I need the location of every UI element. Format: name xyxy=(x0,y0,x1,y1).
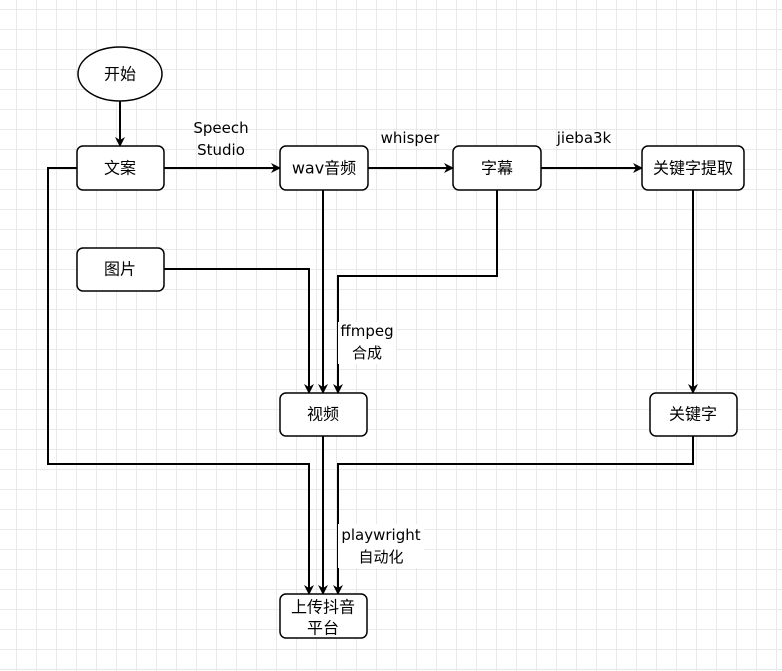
node-zimu[interactable] xyxy=(452,145,542,191)
node-zimu-label: 字幕 xyxy=(481,159,513,178)
node-keyword-extract[interactable] xyxy=(641,145,745,191)
node-keyword-label: 关键字 xyxy=(669,405,717,424)
edge-label-jieba: jieba3k xyxy=(556,129,612,147)
edge-label-speech-line1: Speech xyxy=(193,119,248,137)
edge-label-ffmpeg-line1: ffmpeg xyxy=(340,322,393,340)
node-keyword-extract-label: 关键字提取 xyxy=(653,159,733,178)
edge-label-speech-line2: Studio xyxy=(197,141,245,159)
edge-keyword-to-upload xyxy=(333,436,694,595)
edge-label-ffmpeg-line2: 合成 xyxy=(352,344,382,362)
edge-label-whisper: whisper xyxy=(381,129,441,147)
edge-tupian-to-shipin xyxy=(164,268,314,394)
node-upload-label-line1: 上传抖音 xyxy=(291,598,355,617)
edge-label-playwright-line2: 自动化 xyxy=(358,548,403,566)
node-start[interactable] xyxy=(77,46,163,102)
node-shipin[interactable] xyxy=(279,392,368,437)
node-keyword[interactable] xyxy=(649,392,738,437)
node-upload[interactable] xyxy=(279,593,368,639)
node-wenan-label: 文案 xyxy=(104,159,136,178)
node-start-label: 开始 xyxy=(104,65,136,84)
edge-wenan-to-upload xyxy=(47,167,314,595)
node-tupian[interactable] xyxy=(76,247,165,292)
node-wav-label: wav音频 xyxy=(292,159,356,178)
node-upload-label-line2: 平台 xyxy=(307,619,339,638)
node-wav[interactable] xyxy=(279,145,369,191)
node-shipin-label: 视频 xyxy=(307,405,339,424)
edge-label-playwright-line1: playwright xyxy=(341,526,420,544)
node-wenan[interactable] xyxy=(76,145,165,191)
node-tupian-label: 图片 xyxy=(104,260,136,279)
